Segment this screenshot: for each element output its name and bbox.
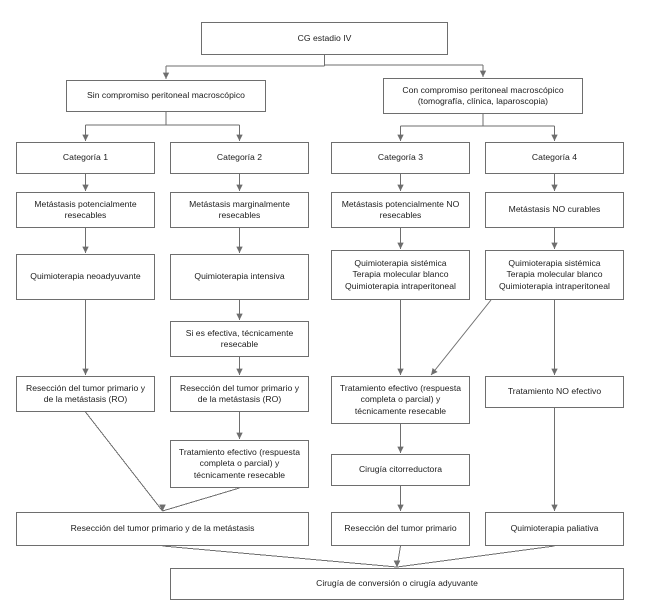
node-root: CG estadio IV <box>201 22 448 55</box>
arrowhead-icon <box>397 504 404 511</box>
node-label: Resección del tumor primario y de la met… <box>179 382 300 404</box>
arrowhead-icon <box>393 560 401 567</box>
connector-line <box>85 411 163 512</box>
node-label: Quimioterapia paliativa <box>510 523 599 534</box>
arrowhead-icon <box>393 560 401 567</box>
node-label: Cirugía citorreductora <box>358 464 443 475</box>
node-reseccion2: Resección del tumor primario y de la met… <box>170 376 309 412</box>
node-label: Categoría 2 <box>216 152 263 163</box>
arrowhead-icon <box>551 184 558 191</box>
node-label: Categoría 1 <box>62 152 109 163</box>
node-label: Resección del tumor primario y de la met… <box>70 523 255 534</box>
arrowhead-icon <box>82 368 89 375</box>
arrowhead-icon <box>397 242 404 249</box>
arrowhead-icon <box>551 504 558 511</box>
node-efectiva2: Si es efectiva, técnicamente resecable <box>170 321 309 357</box>
arrowhead-icon <box>236 432 243 439</box>
node-label: Categoría 4 <box>531 152 578 163</box>
node-cat2: Categoría 2 <box>170 142 309 174</box>
arrowhead-icon <box>236 313 243 320</box>
arrowhead-icon <box>236 184 243 191</box>
connector-line <box>396 545 555 568</box>
node-label: Categoría 3 <box>377 152 424 163</box>
node-sin: Sin compromiso peritoneal macroscópico <box>66 80 266 112</box>
node-label: Quimioterapia intensiva <box>194 271 285 282</box>
arrowhead-icon <box>82 184 89 191</box>
arrowhead-icon <box>397 184 404 191</box>
arrowhead-icon <box>159 504 166 511</box>
node-label: Metástasis NO curables <box>508 204 601 215</box>
node-label: Tratamiento efectivo (respuesta completa… <box>178 446 301 480</box>
node-label: Metástasis marginalmente resecables <box>189 198 290 220</box>
connector-line <box>396 545 401 568</box>
node-conversion: Cirugía de conversión o cirugía adyuvant… <box>170 568 624 600</box>
node-cirugiacito: Cirugía citorreductora <box>331 454 470 486</box>
connector-diagonal <box>430 299 492 376</box>
arrowhead-icon <box>551 368 558 375</box>
node-label: Quimioterapia sistémica Terapia molecula… <box>499 257 610 291</box>
node-reseccion1: Resección del tumor primario y de la met… <box>16 376 155 412</box>
arrowhead-icon <box>162 72 170 79</box>
node-con: Con compromiso peritoneal macroscópico (… <box>383 78 583 114</box>
arrowhead-icon <box>397 446 404 453</box>
node-trat3: Tratamiento efectivo (respuesta completa… <box>331 376 470 424</box>
node-quimio3: Quimioterapia sistémica Terapia molecula… <box>331 250 470 300</box>
arrowhead-icon <box>236 246 243 253</box>
arrowhead-icon <box>397 368 404 375</box>
node-label: Metástasis potencialmente NO resecables <box>341 198 460 220</box>
node-cat1: Categoría 1 <box>16 142 155 174</box>
arrowhead-icon <box>82 246 89 253</box>
arrowhead-icon <box>159 504 166 511</box>
node-quimio2: Quimioterapia intensiva <box>170 254 309 300</box>
node-cat4: Categoría 4 <box>485 142 624 174</box>
arrowhead-icon <box>236 134 243 141</box>
connector-line <box>162 487 240 512</box>
node-quimio4: Quimioterapia sistémica Terapia molecula… <box>485 250 624 300</box>
node-met1: Metástasis potencialmente resecables <box>16 192 155 228</box>
arrowhead-icon <box>551 134 558 141</box>
node-met2: Metástasis marginalmente resecables <box>170 192 309 228</box>
node-label: Resección del tumor primario <box>344 523 457 534</box>
arrowhead-icon <box>236 368 243 375</box>
arrowhead-icon <box>479 70 487 77</box>
node-label: Con compromiso peritoneal macroscópico (… <box>402 84 564 106</box>
node-label: Tratamiento NO efectivo <box>507 386 602 397</box>
node-resecwide: Resección del tumor primario y de la met… <box>16 512 309 546</box>
node-label: Metástasis potencialmente resecables <box>34 198 137 220</box>
arrowhead-icon <box>397 134 404 141</box>
node-met4: Metástasis NO curables <box>485 192 624 228</box>
node-label: Resección del tumor primario y de la met… <box>25 382 146 404</box>
node-cat3: Categoría 3 <box>331 142 470 174</box>
arrowhead-icon <box>393 560 401 567</box>
connector-line <box>162 545 398 568</box>
node-label: CG estadio IV <box>297 32 352 43</box>
node-met3: Metástasis potencialmente NO resecables <box>331 192 470 228</box>
node-paliativa: Quimioterapia paliativa <box>485 512 624 546</box>
node-label: Quimioterapia sistémica Terapia molecula… <box>345 257 456 291</box>
node-resec3: Resección del tumor primario <box>331 512 470 546</box>
node-quimio1: Quimioterapia neoadyuvante <box>16 254 155 300</box>
arrowhead-icon <box>82 134 89 141</box>
node-tratno4: Tratamiento NO efectivo <box>485 376 624 408</box>
node-label: Cirugía de conversión o cirugía adyuvant… <box>316 578 478 589</box>
node-label: Si es efectiva, técnicamente resecable <box>185 327 294 349</box>
node-label: Sin compromiso peritoneal macroscópico <box>87 90 245 101</box>
node-label: Tratamiento efectivo (respuesta completa… <box>339 382 462 416</box>
node-label: Quimioterapia neoadyuvante <box>30 271 141 282</box>
arrowhead-icon <box>551 242 558 249</box>
node-trat2: Tratamiento efectivo (respuesta completa… <box>170 440 309 488</box>
